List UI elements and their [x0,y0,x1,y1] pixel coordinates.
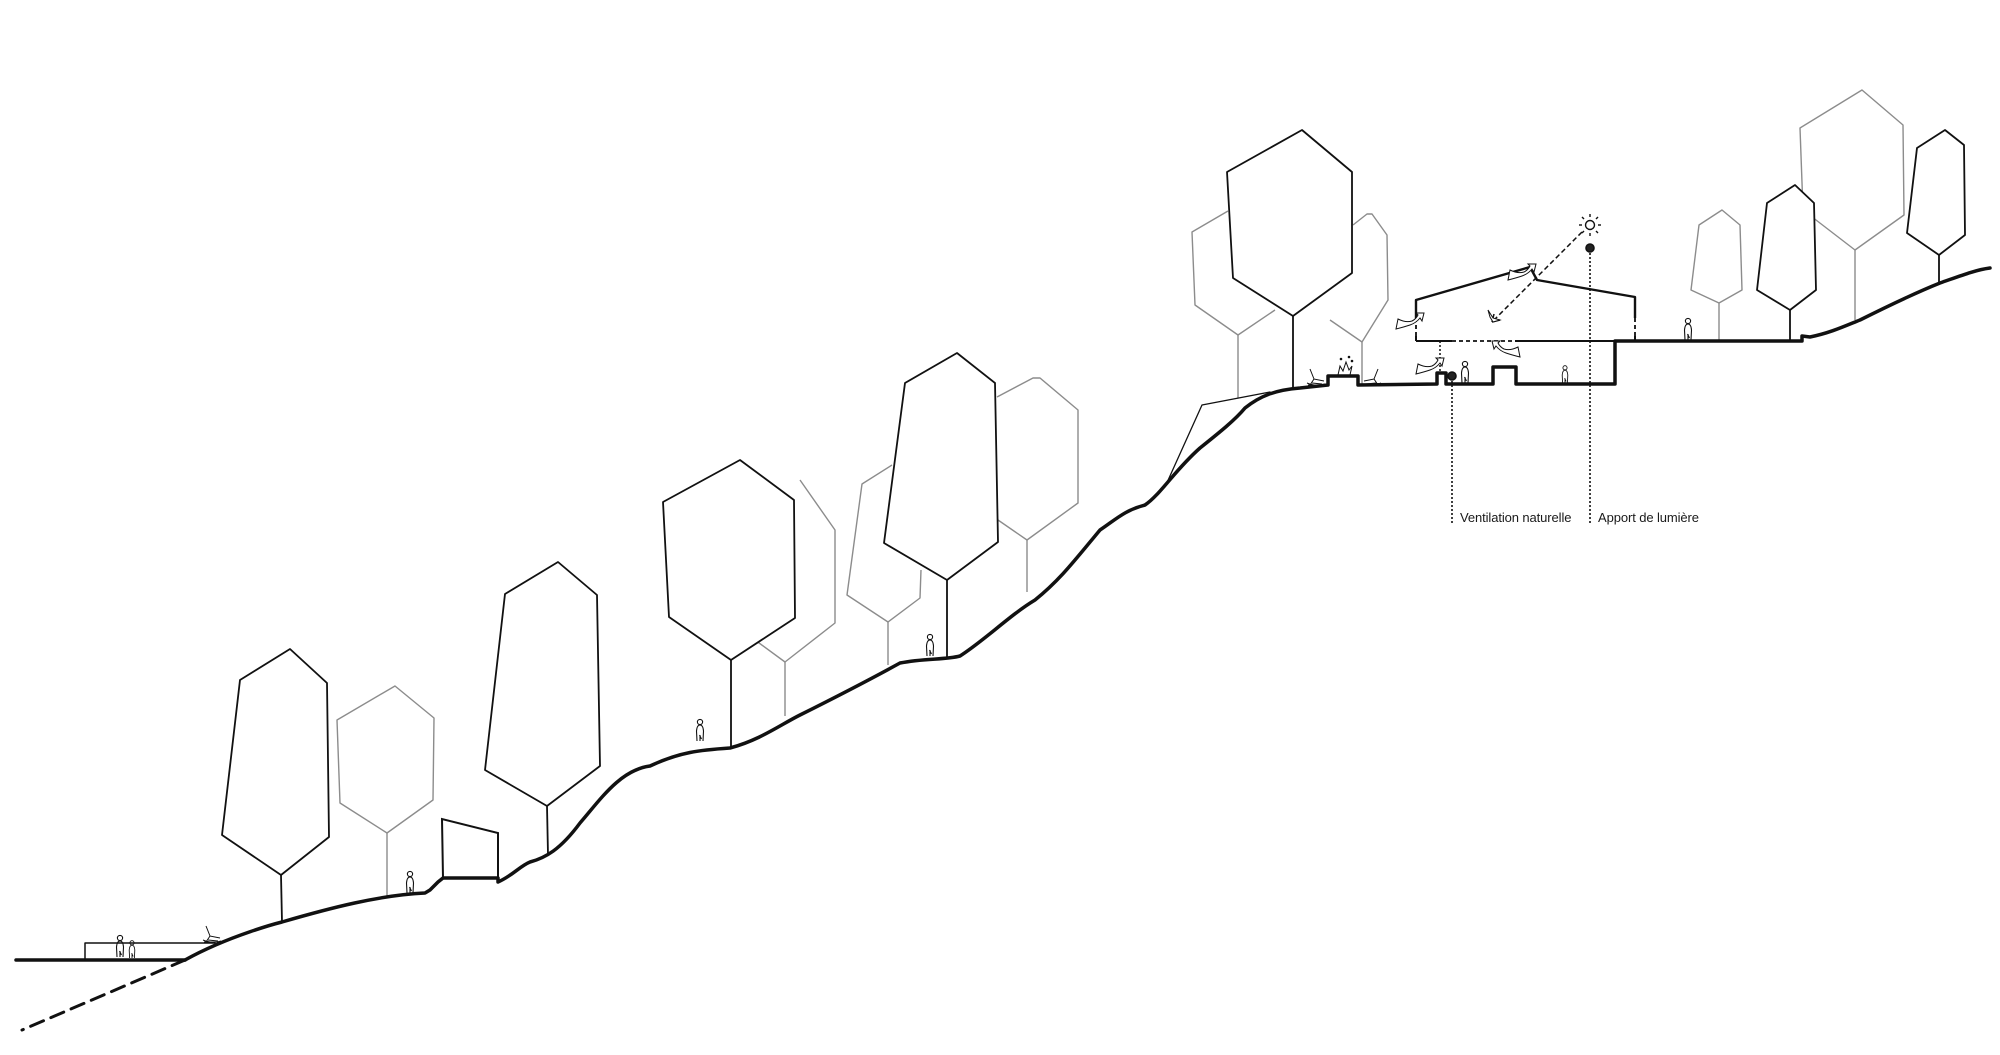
airflow-arrow-icon [1491,340,1521,358]
person-icon [1683,317,1693,341]
person-icon [1561,365,1569,384]
foreground-tree [1226,129,1353,317]
person-icon [1460,360,1470,384]
lounge-chair-icon [1362,368,1382,386]
foreground-tree [1756,184,1817,311]
airflow-arrow-icon [1395,312,1425,330]
sun-icon [1579,214,1601,236]
background-trees [336,89,1905,896]
house-roof [1414,265,1637,318]
airflow-arrow-icon [1487,309,1502,323]
fire-pit-icon [1337,355,1354,376]
small-pavilion [440,817,499,879]
ventilation-label: Ventilation naturelle [1460,510,1572,525]
background-tree [1799,89,1905,251]
background-tree [754,479,836,663]
lounge-chair-icon [1306,368,1326,386]
background-tree [846,464,922,623]
background-tree [336,685,435,834]
foreground-trees [221,129,1966,923]
background-tree [996,377,1079,541]
person-icon [695,718,705,742]
background-tree [1191,210,1276,336]
person-icon [115,934,125,958]
light-label: Apport de lumière [1598,510,1699,525]
annotation-leaders [1447,243,1595,524]
light-marker-dot [1585,243,1595,253]
foreground-tree [883,352,999,581]
background-tree [1690,209,1743,304]
hill-profile [183,266,1992,962]
foreground-tree [221,648,330,876]
lounge-chairs [202,368,1382,943]
hilltop-house [1414,231,1637,373]
airflow-arrows [1395,263,1537,375]
foreground-tree [484,561,601,807]
foreground-tree [662,459,796,661]
sunlight-ray [1491,231,1583,323]
terrain [14,266,1992,1032]
foreground-tree [1906,129,1966,256]
ground-dashed [20,958,187,1032]
retaining-wedge [1164,391,1271,488]
ventilation-marker-dot [1447,371,1457,381]
lower-terrace-platform [84,942,216,961]
person-icon [925,633,935,657]
person-icon [405,870,415,894]
lounge-chair-icon [202,925,222,943]
